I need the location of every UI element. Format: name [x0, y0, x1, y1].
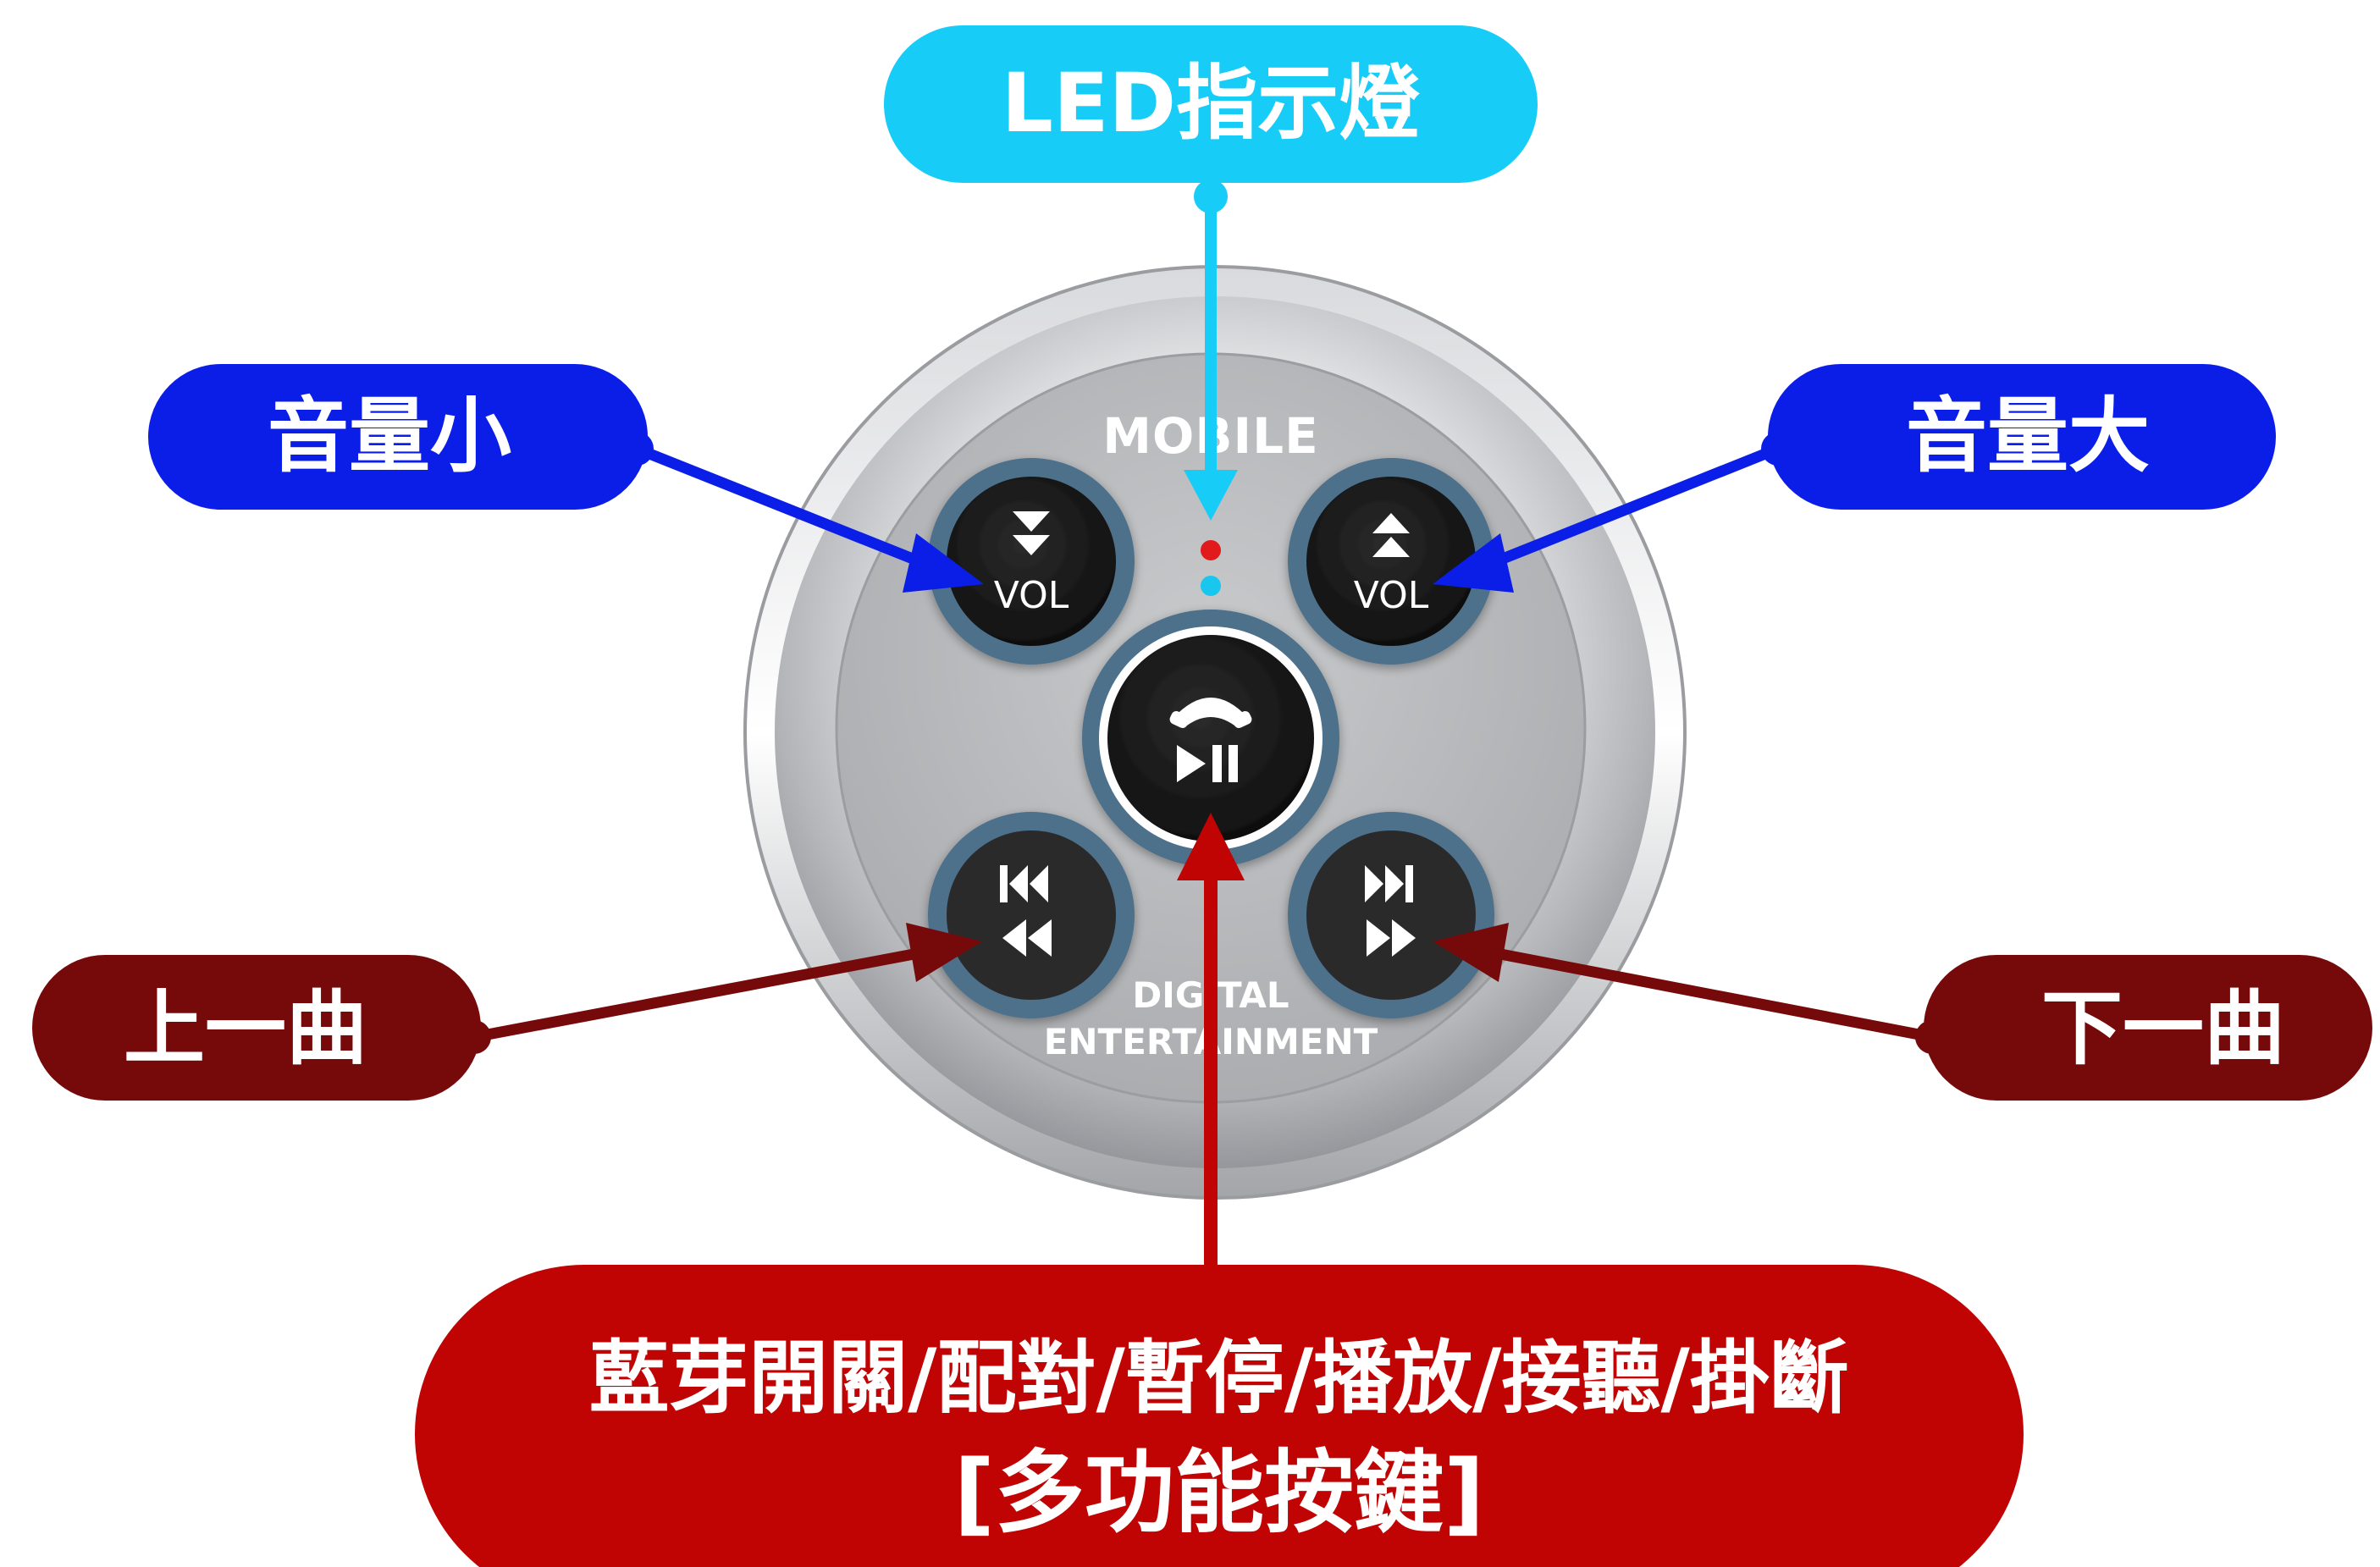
- volume-down-callout: 音量小: [148, 364, 648, 510]
- next-track-icon: [1365, 865, 1416, 957]
- volume-up-vol-label: VOL: [1354, 574, 1429, 617]
- next-track-button[interactable]: [1288, 812, 1494, 1018]
- led-red: [1201, 540, 1221, 560]
- volume-down-vol-label: VOL: [994, 574, 1069, 617]
- next-track-callout-label: 下一曲: [2041, 981, 2285, 1076]
- previous-track-callout: 上一曲: [32, 955, 481, 1101]
- led-callout: LED指示燈: [884, 25, 1538, 183]
- multi-function-button[interactable]: [1082, 610, 1339, 867]
- next-track-callout: 下一曲: [1924, 955, 2372, 1101]
- previous-track-icon: [1000, 865, 1052, 957]
- multi-function-callout: 藍芽開關/配對/暫停/播放/接聽/掛斷 [多功能按鍵]: [415, 1265, 2024, 1567]
- phone-handset-icon: [1169, 698, 1252, 728]
- double-down-triangle-icon: [1013, 511, 1050, 555]
- previous-track-callout-label: 上一曲: [124, 981, 367, 1076]
- volume-down-button[interactable]: VOL: [928, 458, 1135, 665]
- led-callout-label: LED指示燈: [1002, 56, 1420, 151]
- multi-function-callout-line1: 藍芽開關/配對/暫停/播放/接聽/掛斷: [589, 1333, 1849, 1425]
- volume-up-callout-label: 音量大: [1906, 389, 2150, 483]
- led-connector-arrow: [1184, 179, 1238, 521]
- led-blue: [1201, 576, 1221, 596]
- volume-up-callout: 音量大: [1768, 364, 2276, 510]
- multi-function-callout-line2: [多功能按鍵]: [954, 1441, 1485, 1545]
- double-up-triangle-icon: [1372, 513, 1410, 557]
- previous-track-button[interactable]: [928, 812, 1135, 1018]
- multi-function-connector-arrow: [1177, 813, 1245, 1270]
- play-pause-icon: [1177, 745, 1238, 782]
- volume-up-button[interactable]: VOL: [1288, 458, 1494, 665]
- control-panel-device: MOBILE VOL VOL: [743, 265, 1687, 1200]
- volume-down-callout-label: 音量小: [268, 389, 511, 483]
